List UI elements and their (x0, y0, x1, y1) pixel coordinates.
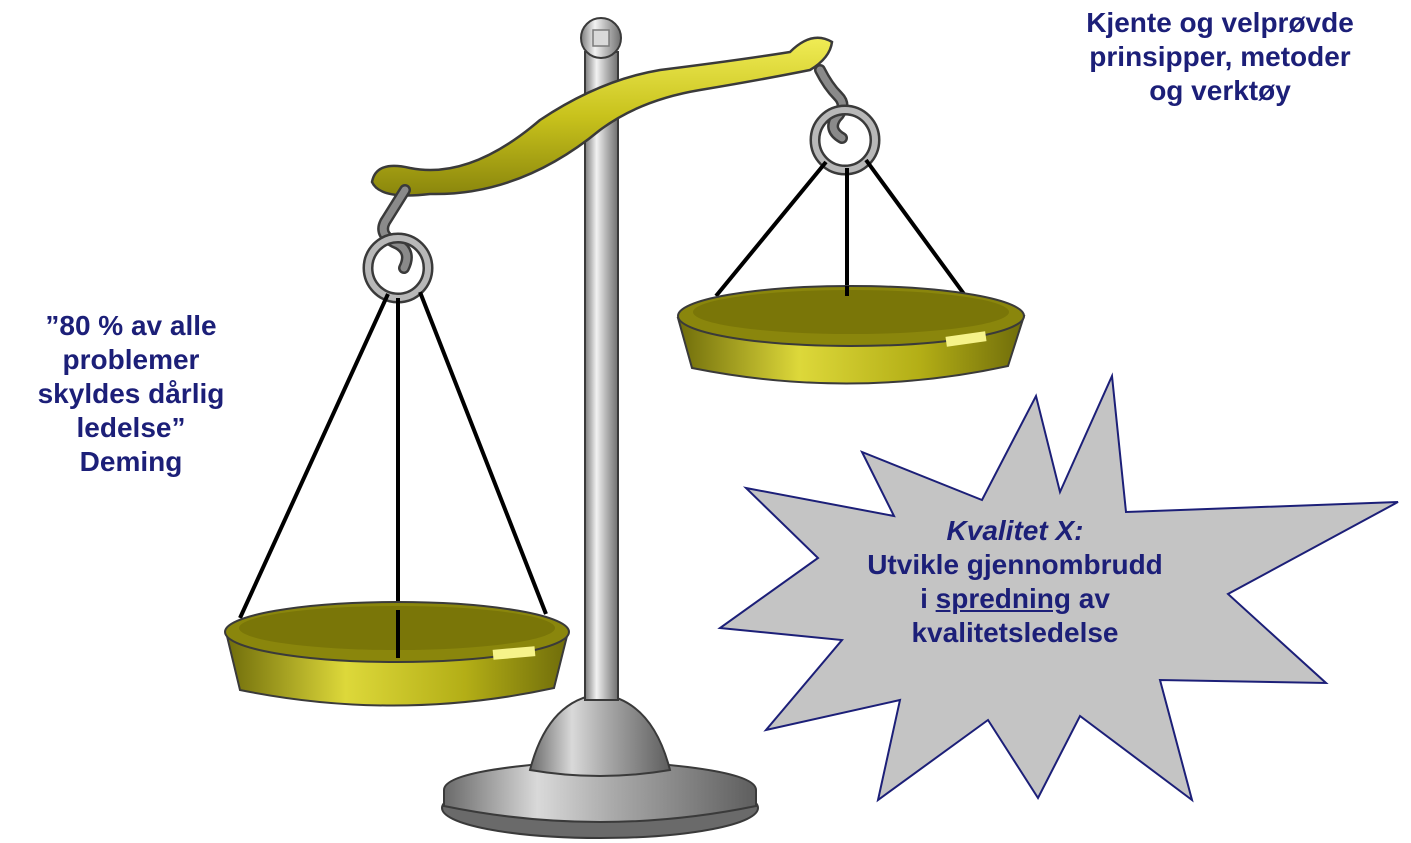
deming-quote-line-3: skyldes dårlig (37, 378, 225, 409)
starburst-callout (717, 372, 1399, 803)
right-pan (676, 285, 1026, 385)
starburst-line-1: Utvikle gjennombrudd (867, 549, 1163, 580)
deming-quote-line-1: ”80 % av alle (45, 310, 217, 341)
left-hanger (238, 184, 548, 658)
starburst-line-2: i spredning av (820, 582, 1210, 616)
deming-quote-line-4: ledelse” (76, 412, 186, 443)
scale-pole (580, 17, 622, 701)
scale-beam (370, 36, 834, 197)
left-pan (224, 601, 570, 707)
right-hanger (714, 64, 966, 298)
deming-quote: ”80 % av alle problemer skyldes dårlig l… (0, 309, 262, 479)
starburst-line-2-suffix: av (1070, 583, 1110, 614)
principles-caption-line-1: Kjente og velprøvde (1086, 7, 1354, 38)
starburst-heading: Kvalitet X: (946, 515, 1084, 546)
starburst-line-3: kvalitetsledelse (911, 617, 1119, 648)
deming-quote-author: Deming (79, 446, 183, 477)
starburst-line-2-prefix: i (920, 583, 936, 614)
starburst-underlined-word: spredning (935, 583, 1071, 614)
principles-caption-line-2: prinsipper, metoder (1089, 41, 1351, 72)
principles-caption: Kjente og velprøvde prinsipper, metoder … (1035, 6, 1405, 108)
deming-quote-line-2: problemer (62, 344, 200, 375)
starburst-text: Kvalitet X: Utvikle gjennombrudd i spred… (820, 514, 1210, 650)
scale-base (441, 692, 759, 839)
principles-caption-line-3: og verktøy (1149, 75, 1291, 106)
